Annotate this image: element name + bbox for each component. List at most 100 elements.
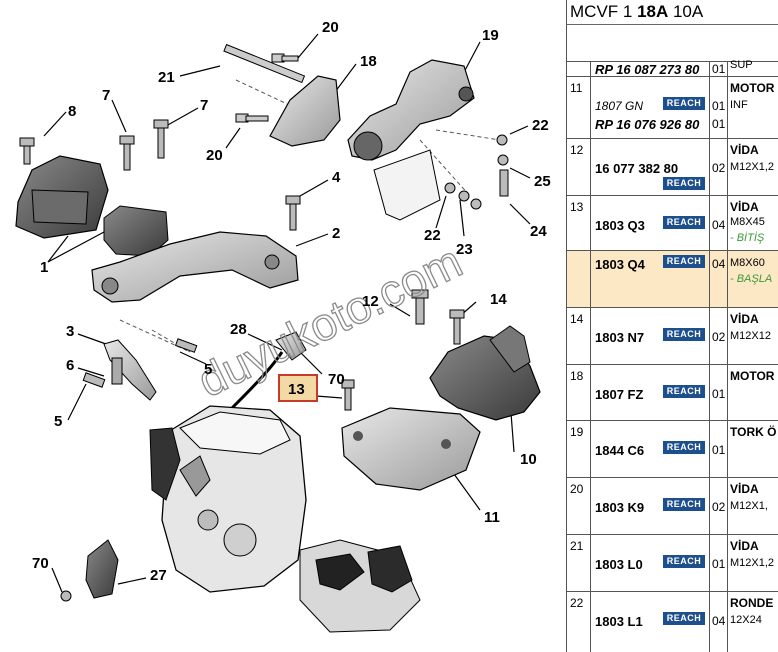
callout-21[interactable]: 21 (158, 69, 175, 86)
callout-3[interactable]: 3 (66, 323, 74, 340)
motor-bracket-18 (269, 75, 341, 147)
part-ref[interactable]: 1803 K9 (595, 500, 645, 515)
callout-5-left[interactable]: 5 (54, 413, 62, 430)
desc-title: MOTOR (730, 81, 775, 95)
reach-badge[interactable]: REACH (663, 328, 705, 341)
table-row[interactable]: 22 1803 L1 REACH 04 RONDE 12X24 (567, 592, 778, 652)
desc-note: - BAŞLA (730, 273, 773, 285)
table-row[interactable]: 12 16 077 382 80 REACH 02 VİDA M12X1,2 (567, 139, 778, 196)
table-row[interactable]: RP 16 087 273 80 01 SUP (567, 59, 778, 77)
bolts-group-top-left (19, 119, 169, 171)
part-ref[interactable]: 1803 Q4 (595, 257, 645, 272)
row-number: 22 (570, 596, 584, 610)
cell-ref: RP 16 087 273 80 (591, 62, 710, 77)
callout-25[interactable]: 25 (534, 173, 551, 190)
cell-ref: 1803 N7 REACH (591, 308, 710, 364)
cell-qty: 04 (710, 196, 728, 250)
callout-70-upper[interactable]: 70 (328, 371, 345, 388)
table-row[interactable]: 11 1807 GN REACH RP 16 076 926 80 01 01 … (567, 77, 778, 139)
reach-badge[interactable]: REACH (663, 441, 705, 454)
highlight-box-13[interactable] (278, 374, 318, 402)
qty: 04 (712, 218, 726, 232)
cell-desc: TORK Ö (728, 421, 778, 477)
callout-22-bottom[interactable]: 22 (424, 227, 441, 244)
part-ref[interactable]: 1803 N7 (595, 330, 645, 345)
hose-28 (230, 351, 284, 410)
callout-20-top[interactable]: 20 (322, 19, 339, 36)
cell-ref: 1803 Q4 REACH (591, 251, 710, 307)
callout-14[interactable]: 14 (490, 291, 507, 308)
row-number: 14 (570, 312, 584, 326)
desc-detail: SUP (730, 59, 753, 71)
table-row[interactable]: 21 1803 L0 REACH 01 VİDA M12X1,2 (567, 535, 778, 592)
cell-qty: 02 (710, 478, 728, 534)
cell-qty: 01 (710, 365, 728, 420)
desc-title: RONDE (730, 596, 774, 610)
callout-23[interactable]: 23 (456, 241, 473, 258)
cell-ref: 1807 FZ REACH (591, 365, 710, 420)
callout-70-lower[interactable]: 70 (32, 555, 49, 572)
reach-badge[interactable]: REACH (663, 612, 705, 625)
part-ref[interactable]: 16 077 382 80 (595, 161, 679, 176)
leader-lines (43, 33, 531, 593)
callout-8[interactable]: 8 (68, 103, 76, 120)
part-ref[interactable]: RP 16 087 273 80 (595, 62, 700, 77)
part-ref[interactable]: 1803 L1 (595, 614, 643, 629)
cell-qty: 02 (710, 139, 728, 195)
bolt-4 (285, 195, 301, 231)
cell-num: 12 (567, 139, 591, 195)
table-row[interactable]: 18 1807 FZ REACH 01 MOTOR (567, 365, 778, 421)
callout-28[interactable]: 28 (230, 321, 247, 338)
callout-19[interactable]: 19 (482, 27, 499, 44)
reach-badge[interactable]: REACH (663, 555, 705, 568)
table-row[interactable]: 19 1844 C6 REACH 01 TORK Ö (567, 421, 778, 478)
callout-22-right[interactable]: 22 (532, 117, 549, 134)
table-row-selected[interactable]: 1803 Q4 REACH 04 M8X60 - BAŞLA (567, 251, 778, 308)
cell-qty: 04 (710, 592, 728, 652)
row-number: 13 (570, 200, 584, 214)
desc-detail: M8X60 (730, 257, 765, 269)
part-ref[interactable]: 1803 L0 (595, 557, 643, 572)
desc-title: VİDA (730, 143, 759, 157)
reach-badge[interactable]: REACH (663, 216, 705, 229)
torque-arm-19 (347, 59, 475, 221)
table-row[interactable]: 14 1803 N7 REACH 02 VİDA M12X12 (567, 308, 778, 365)
callout-7-left[interactable]: 7 (102, 87, 110, 104)
part-ref[interactable]: 1844 C6 (595, 443, 645, 458)
cell-ref: 1803 L1 REACH (591, 592, 710, 652)
part-ref[interactable]: 1807 FZ (595, 387, 644, 402)
part-ref[interactable]: 1803 Q3 (595, 218, 645, 233)
callout-10[interactable]: 10 (520, 451, 537, 468)
callout-4[interactable]: 4 (332, 169, 341, 186)
table-row[interactable]: 13 1803 Q3 REACH 04 VİDA M8X45 - BİTİŞ (567, 196, 778, 251)
callout-12[interactable]: 12 (362, 293, 379, 310)
callout-13[interactable]: 13 (288, 381, 305, 398)
reach-badge[interactable]: REACH (663, 177, 705, 190)
callout-24[interactable]: 24 (530, 223, 547, 240)
callout-5-right[interactable]: 5 (204, 361, 212, 378)
cell-qty: 04 (710, 251, 728, 307)
callout-18[interactable]: 18 (360, 53, 377, 70)
qty: 04 (712, 257, 726, 271)
desc-title: MOTOR (730, 369, 775, 383)
cell-desc: VİDA M8X45 - BİTİŞ (728, 196, 778, 250)
cell-desc: M8X60 - BAŞLA (728, 251, 778, 307)
cell-num: 18 (567, 365, 591, 420)
desc-detail: M12X1, (730, 500, 768, 512)
table-row[interactable]: 20 1803 K9 REACH 02 VİDA M12X1, (567, 478, 778, 535)
reach-badge[interactable]: REACH (663, 385, 705, 398)
callout-7-right[interactable]: 7 (200, 97, 208, 114)
part-ref[interactable]: RP 16 076 926 80 (595, 117, 700, 132)
reach-badge[interactable]: REACH (663, 498, 705, 511)
callout-1[interactable]: 1 (40, 259, 48, 276)
callout-11[interactable]: 11 (484, 509, 500, 526)
callout-6[interactable]: 6 (66, 357, 74, 374)
cell-qty: 01 (710, 535, 728, 591)
callout-27[interactable]: 27 (150, 567, 167, 584)
reach-badge[interactable]: REACH (663, 97, 705, 110)
cell-qty: 02 (710, 308, 728, 364)
callout-2[interactable]: 2 (332, 225, 340, 242)
reach-badge[interactable]: REACH (663, 255, 705, 268)
callout-20-left[interactable]: 20 (206, 147, 223, 164)
header-prefix: MCVF 1 (570, 2, 638, 21)
